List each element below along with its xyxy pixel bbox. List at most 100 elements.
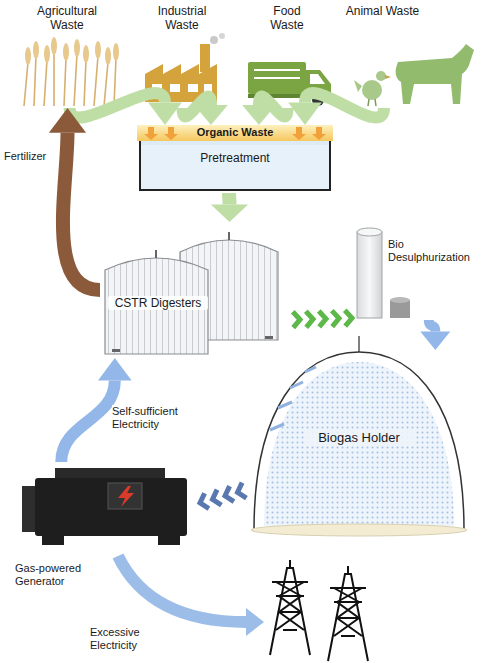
graphic-line xyxy=(375,99,376,106)
graphic-line xyxy=(358,336,360,352)
graphic-path xyxy=(24,52,116,106)
wheat-icon xyxy=(24,52,116,106)
export-arrow xyxy=(118,556,264,636)
graphic-circle xyxy=(210,36,218,44)
flow-chevron xyxy=(213,490,222,505)
flow-chevron xyxy=(319,311,326,327)
power-pylon xyxy=(328,566,368,661)
flow-arrow xyxy=(288,93,384,125)
graphic-rect xyxy=(265,336,273,339)
graphic-line xyxy=(228,232,230,240)
flow-arrow xyxy=(49,108,100,290)
flow-line xyxy=(429,320,436,332)
arrow-head xyxy=(420,332,450,350)
graphic-path xyxy=(312,127,326,140)
graphic-line xyxy=(254,69,300,71)
waste-source: Industrial Waste xyxy=(135,4,230,108)
flow-arrow xyxy=(420,320,450,350)
arrow-head xyxy=(242,105,276,125)
graphic-ellipse xyxy=(83,45,89,63)
arrow-head xyxy=(194,105,228,125)
free-label: Excessive Electricity xyxy=(90,626,152,652)
graphic-g xyxy=(144,127,326,140)
node-label: Biogas Holder xyxy=(304,430,414,446)
graphic-path xyxy=(276,582,304,630)
graphic-rect xyxy=(188,84,198,92)
power-pylon xyxy=(270,560,310,655)
graphic-ellipse xyxy=(33,41,39,59)
graphic-path xyxy=(144,127,158,140)
node-label: Organic Waste xyxy=(185,126,285,139)
graphic-rect xyxy=(158,536,180,545)
pretreatment-tank: Organic WastePretreatment xyxy=(135,125,335,193)
graphic-circle xyxy=(362,80,382,100)
node-label: Bio Desulphurization xyxy=(388,238,478,264)
graphic-path xyxy=(289,560,291,568)
graphic-line xyxy=(278,402,292,408)
biogas-dome xyxy=(251,336,467,536)
digester-tanks: CSTR Digesters xyxy=(100,222,285,358)
waste-source: Animal Waste xyxy=(345,4,475,108)
arrow-head xyxy=(211,205,248,222)
graphic-ellipse xyxy=(25,47,31,65)
node-label: Agricultural Waste xyxy=(27,4,107,33)
graphic-rect xyxy=(108,483,142,509)
graphic-ellipse xyxy=(51,37,57,55)
node-label: CSTR Digesters xyxy=(108,296,208,310)
pretreatment-tank xyxy=(137,125,333,190)
graphic-path xyxy=(292,127,306,140)
node-label: Food Waste xyxy=(257,4,317,33)
node-label: Gas-powered Generator xyxy=(15,562,100,588)
graphic-path xyxy=(310,74,325,84)
edge-label: Fertilizer xyxy=(4,150,54,163)
graphic-rect xyxy=(200,44,210,72)
flow-chevron xyxy=(306,311,313,327)
waste-source: Agricultural Waste xyxy=(15,4,120,108)
node-label: Animal Waste xyxy=(345,4,420,18)
graphic-ellipse xyxy=(251,524,467,536)
digester-tanks xyxy=(105,232,278,354)
graphic-rect xyxy=(357,232,382,318)
graphic-path xyxy=(270,568,310,655)
flow-line xyxy=(63,133,100,290)
graphic-rect xyxy=(42,536,64,545)
node-label: Industrial Waste xyxy=(147,4,217,33)
graphic-line xyxy=(155,250,157,258)
graphic-rect xyxy=(35,478,187,536)
arrow-head xyxy=(98,358,132,380)
flow-chevron xyxy=(200,493,209,508)
arrow-head xyxy=(148,103,182,125)
graphic-path xyxy=(272,582,308,630)
edge-label: Self-sufficient Electricity xyxy=(112,405,192,431)
graphic-rect xyxy=(170,84,180,92)
gas-generator: Gas-powered Generator xyxy=(15,462,200,598)
flow-arrow xyxy=(242,97,287,125)
flow-line xyxy=(61,380,115,462)
graphic-polygon xyxy=(246,608,264,636)
graphic-path xyxy=(385,75,391,79)
arrow-head xyxy=(49,108,86,133)
flow-chevron xyxy=(345,310,352,326)
graphic-line xyxy=(368,99,369,106)
graphic-ellipse xyxy=(74,39,80,57)
graphic-rect xyxy=(112,349,120,352)
graphic-rect xyxy=(141,145,329,189)
flow-chevron xyxy=(293,312,300,328)
graphic-path xyxy=(118,556,246,622)
flow-arrow xyxy=(200,483,246,509)
generator-machine xyxy=(22,468,187,545)
graphic-circle xyxy=(219,33,225,39)
graphic-line xyxy=(290,382,303,388)
graphic-path xyxy=(264,362,454,526)
graphic-ellipse xyxy=(357,228,382,236)
graphic-rect xyxy=(137,125,333,141)
waste-source: Food Waste xyxy=(240,4,335,108)
flow-chevron xyxy=(225,486,234,501)
graphic-rect xyxy=(248,62,306,94)
flow-chevron xyxy=(332,311,339,327)
graphic-ellipse xyxy=(95,41,101,59)
graphic-line xyxy=(254,77,300,79)
graphic-line xyxy=(305,367,316,372)
wheat-heads xyxy=(25,37,119,65)
